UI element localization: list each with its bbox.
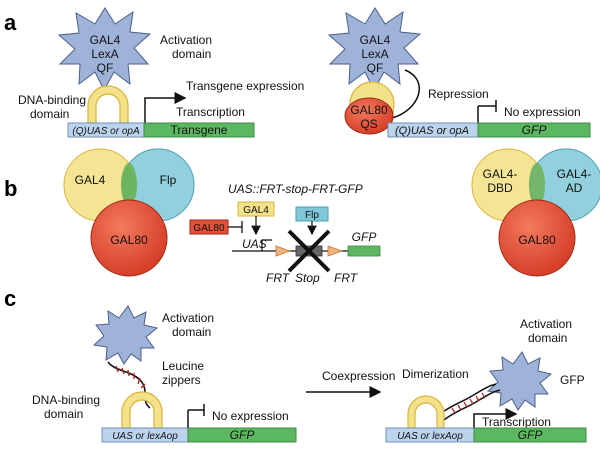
frt-right-label: FRT [334,271,359,285]
dna-binding-label-1: DNA-binding [18,93,86,107]
venn-gal80-circle [90,199,168,277]
activation-domain-cr-label-2: domain [528,331,567,345]
coexpression-label: Coexpression [322,369,395,383]
venn-gal4-label: GAL4 [75,173,106,187]
uas-lexaop-label-right: UAS or lexAop [397,431,463,442]
transcription-arrow [144,92,187,123]
gfp-label-a: GFP [522,123,547,137]
repressor-gal80-qs [344,97,394,135]
uas-site-label-r: (Q)UAS or opA [395,125,469,137]
activation-domain-star-c-right [486,351,553,411]
leucine-label-2: zippers [162,373,201,387]
repressor-label-1: GAL80 [350,103,388,117]
panel-b-left-venn: GAL4 Flp GAL80 [63,148,195,277]
dimerized-zipper-teeth [451,392,486,414]
gfp-box-a [477,122,591,138]
activator-label-3: QF [97,61,114,75]
zipper-strand-a [439,383,497,415]
gfp-label-b: GFP [352,230,377,244]
activation-domain-star-c [92,305,159,365]
transcription-label-c: Transcription [482,415,551,429]
transcription-label: Transcription [176,105,245,119]
repressor-label-2: QS [360,117,377,131]
panel-a-right: GAL4 LexA QF GAL80 QS Repression No expr… [327,7,591,138]
venn-gal80-circle-r [498,199,576,277]
frt-left-triangle [275,245,292,257]
zipper-strand-b [443,389,501,421]
gal4-box-label: GAL4 [243,205,269,216]
uas-label-b: UAS [242,237,267,251]
dna-binding-c-label-2: domain [44,407,83,421]
repressor-tether [391,69,421,119]
transgene-label: Transgene [171,123,228,137]
venn-overlap-r [529,163,545,207]
activator-label-1: GAL4 [90,33,121,47]
dimerization-label: Dimerization [402,367,469,381]
gfp-box-b [347,245,381,257]
activator-r-label-3: QF [367,61,384,75]
frt-right-triangle [327,245,344,257]
activation-domain-cr-label-1: Activation [520,317,572,331]
panel-label-c: c [4,286,16,311]
repression-label: Repression [428,87,489,101]
venn-gal80-label-r: GAL80 [518,233,556,247]
venn-ad-label-2: AD [566,181,583,195]
gal80-box-label: GAL80 [193,223,225,234]
venn-ad-label-1: GAL4- [557,167,592,181]
dna-binding-c-label-1: DNA-binding [32,393,100,407]
transcription-arrow-c [473,408,518,428]
panel-a-left: GAL4 LexA QF Activation domain DNA-bindi… [18,7,304,138]
dna-binding-domain-cr [407,395,445,429]
frt-left-label: FRT [266,271,291,285]
activation-domain-c-label-1: Activation [162,311,214,325]
activator-label-2: LexA [91,47,118,61]
venn-dbd-label-1: GAL4- [483,167,518,181]
panel-label-a: a [4,10,17,35]
gfp-label-c-left: GFP [230,428,255,442]
panel-c-left: Activation domain Leucine zippers DNA-bi… [32,305,297,443]
coexpression-transition: Coexpression [306,369,395,398]
venn-overlap [121,163,137,207]
no-expression-label-a: No expression [504,105,581,119]
dna-binding-domain-c [121,391,163,429]
leucine-zipper-teeth [115,365,146,389]
activator-r-label-1: GAL4 [360,33,391,47]
activation-domain-c-label-2: domain [172,325,211,339]
activation-domain-label-1: Activation [160,33,212,47]
transgene-expression-label: Transgene expression [186,79,304,93]
transgene-box [143,122,255,138]
activation-domain-label-2: domain [172,47,211,61]
gfp-side-label: GFP [560,373,585,387]
venn-dbd-label-2: DBD [487,181,513,195]
dna-binding-domain [87,85,129,124]
gfp-box-c-right [473,427,587,443]
stop-cross-2 [287,229,331,273]
venn-flp-label: Flp [160,173,177,187]
no-expression-label-c: No expression [212,409,289,423]
stop-label: Stop [295,271,320,285]
construct-title: UAS::FRT-stop-FRT-GFP [228,182,363,196]
panel-b-construct: UAS::FRT-stop-FRT-GFP GAL80 GAL4 Flp UAS… [189,182,381,285]
panel-b-right-venn: GAL4- DBD GAL4- AD GAL80 [471,148,600,277]
leucine-label-1: Leucine [162,359,204,373]
venn-gal80-label: GAL80 [110,233,148,247]
flp-box-label: Flp [305,210,319,221]
panel-c-right: Activation domain GFP Dimerization Trans… [385,317,587,443]
uas-site-label: (Q)UAS or opA [72,126,140,137]
gfp-box-c-left [187,427,297,443]
panel-label-b: b [4,176,17,201]
dna-binding-label-2: domain [30,107,69,121]
uas-lexaop-label-left: UAS or lexAop [112,431,178,442]
gfp-label-c-right: GFP [518,428,543,442]
activator-r-label-2: LexA [361,47,388,61]
